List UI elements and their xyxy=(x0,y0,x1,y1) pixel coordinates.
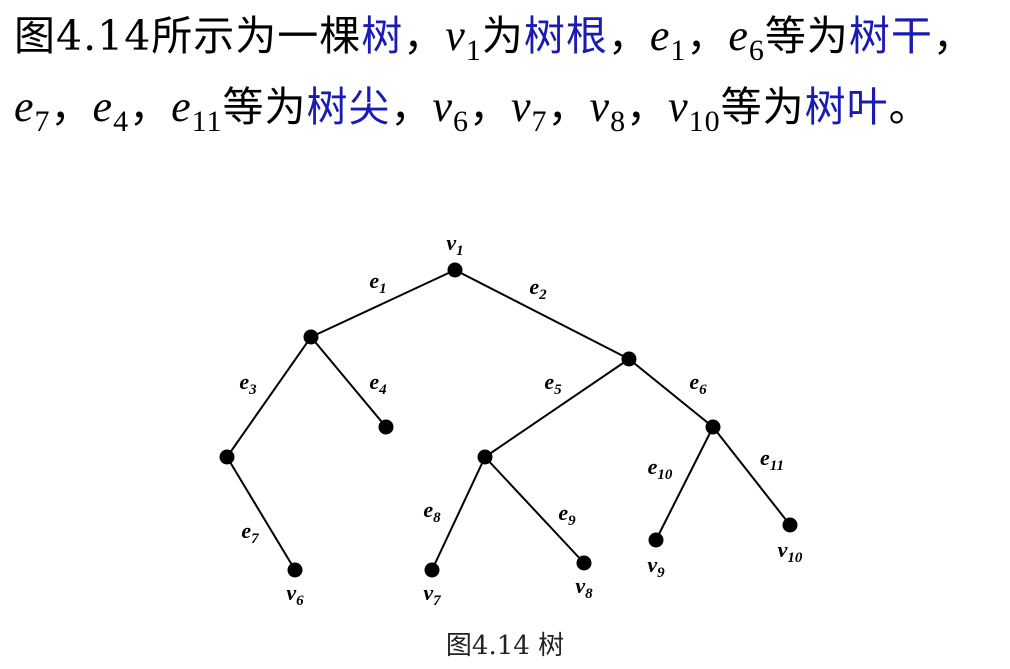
node-v7 xyxy=(424,562,440,578)
edge-e5 xyxy=(484,358,630,458)
var-v10: v10 xyxy=(668,82,721,138)
node-v10 xyxy=(782,517,798,533)
node-f xyxy=(477,449,493,465)
edge-e3 xyxy=(226,336,312,458)
text-deng: 等为 xyxy=(222,83,307,131)
node-label-v6: v6 xyxy=(286,580,304,609)
var-subscript: 6 xyxy=(453,105,470,138)
edge-e6 xyxy=(628,358,714,428)
text-deng: 等为 xyxy=(764,12,849,60)
term-root: 树根 xyxy=(523,12,608,60)
separator: ， xyxy=(547,83,590,131)
term-tree: 树 xyxy=(361,12,404,60)
edge-e1 xyxy=(310,269,456,338)
edge-label-e5: e5 xyxy=(544,369,562,398)
node-label-v8: v8 xyxy=(575,573,593,602)
edge-label-e9: e9 xyxy=(558,500,576,529)
intro-text: 图4.14所示为一棵 xyxy=(14,12,362,60)
var-letter: e xyxy=(649,11,671,60)
var-subscript: 7 xyxy=(531,105,548,138)
term-trunk: 树干 xyxy=(848,12,933,60)
separator: ， xyxy=(686,12,729,60)
separator: ， xyxy=(390,83,433,131)
var-subscript: 11 xyxy=(191,105,223,138)
separator: ， xyxy=(50,83,93,131)
var-subscript: 1 xyxy=(670,34,687,67)
node-a xyxy=(303,329,319,345)
separator: ， xyxy=(469,83,512,131)
var-subscript: 10 xyxy=(688,105,721,138)
separator: ， xyxy=(607,12,650,60)
edge-label-e2: e2 xyxy=(529,274,547,303)
node-b xyxy=(621,351,637,367)
term-leaf: 树叶 xyxy=(804,83,889,131)
node-v1 xyxy=(447,262,463,278)
var-subscript: 8 xyxy=(610,105,627,138)
var-v1: v1 xyxy=(445,11,482,67)
separator: ， xyxy=(129,83,172,131)
separator: ， xyxy=(932,12,975,60)
figure-caption: 图4.14 树 xyxy=(445,631,565,661)
edge-label-e1: e1 xyxy=(369,268,386,297)
edge-e2 xyxy=(454,269,630,360)
var-letter: e xyxy=(14,82,35,131)
text-is: 为 xyxy=(481,12,524,60)
node-d xyxy=(378,419,394,435)
edge-e7 xyxy=(226,456,296,571)
var-subscript: 6 xyxy=(748,34,765,67)
var-letter: v xyxy=(589,82,611,131)
node-g xyxy=(705,419,721,435)
var-v7: v7 xyxy=(511,82,548,138)
text-deng: 等为 xyxy=(720,83,805,131)
var-e4: e4 xyxy=(92,82,130,138)
node-v8 xyxy=(576,555,592,571)
node-c xyxy=(219,449,235,465)
var-subscript: 7 xyxy=(34,105,51,138)
var-letter: e xyxy=(728,11,749,60)
edge-label-e3: e3 xyxy=(239,369,257,398)
edge-e8 xyxy=(431,456,486,571)
var-letter: v xyxy=(511,82,532,131)
var-e7: e7 xyxy=(14,82,51,138)
var-letter: e xyxy=(92,82,114,131)
edge-label-e10: e10 xyxy=(648,454,673,483)
edge-label-e8: e8 xyxy=(423,497,441,526)
node-label-v10: v10 xyxy=(778,537,803,566)
var-e1: e1 xyxy=(649,11,687,67)
separator: ， xyxy=(403,12,446,60)
var-letter: e xyxy=(171,82,192,131)
var-e6: e6 xyxy=(728,11,765,67)
var-v8: v8 xyxy=(589,82,627,138)
var-v6: v6 xyxy=(432,82,469,138)
edge-label-e4: e4 xyxy=(369,369,387,398)
node-v9 xyxy=(648,532,664,548)
var-letter: v xyxy=(432,82,454,131)
var-letter: v xyxy=(668,82,689,131)
period: 。 xyxy=(888,83,931,131)
separator: ， xyxy=(626,83,669,131)
term-tip: 树尖 xyxy=(306,83,391,131)
var-e11: e11 xyxy=(171,82,222,138)
var-subscript: 4 xyxy=(113,105,130,138)
var-letter: v xyxy=(445,11,466,60)
node-label-v9: v9 xyxy=(647,552,665,581)
node-label-v7: v7 xyxy=(423,580,441,609)
edge-e11 xyxy=(712,426,791,526)
edge-e4 xyxy=(310,336,387,428)
edge-label-e6: e6 xyxy=(689,369,707,398)
edge-label-e7: e7 xyxy=(241,518,259,547)
var-subscript: 1 xyxy=(465,34,482,67)
description-text: 图4.14所示为一棵树，v1为树根，e1，e6等为树干，e7，e4，e11等为树… xyxy=(14,8,1004,150)
edge-e10 xyxy=(655,426,714,541)
edge-e9 xyxy=(484,456,585,564)
edge-label-e11: e11 xyxy=(760,445,784,474)
node-v6 xyxy=(287,562,303,578)
node-label-v1: v1 xyxy=(446,230,463,259)
